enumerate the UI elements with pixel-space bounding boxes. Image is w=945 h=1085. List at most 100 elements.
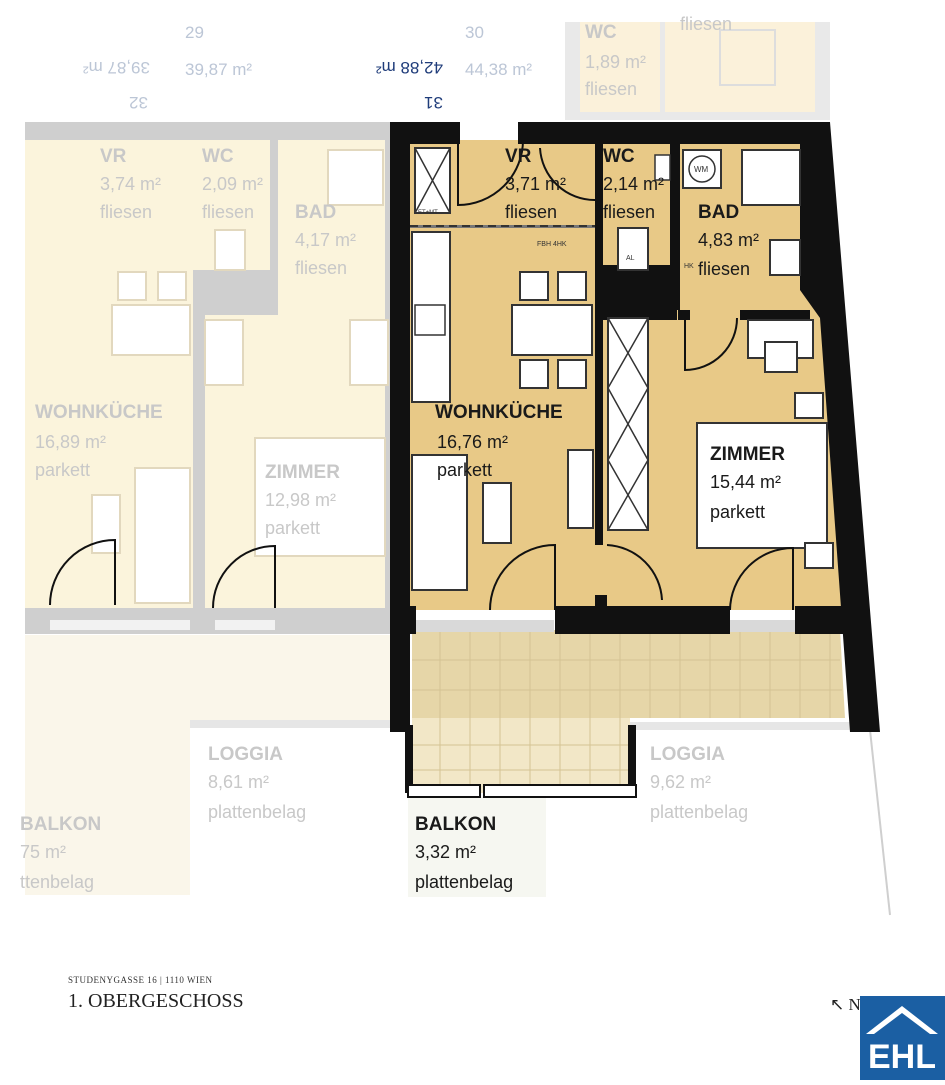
- left-wardrobe-2: [349, 319, 389, 386]
- main-walls: [390, 122, 880, 793]
- unit-30-number: 30: [465, 23, 484, 42]
- unit-32-area: 39,87 m²: [83, 58, 150, 77]
- et-label: ET+MT: [418, 210, 438, 216]
- top-neighbor-room-2: [665, 22, 815, 112]
- balkon-rail-2: [483, 784, 637, 798]
- left-loggia-name: LOGGIA: [208, 744, 283, 765]
- left-wohnkueche-area: 16,89 m²: [35, 432, 106, 452]
- left-bad-floor: fliesen: [295, 258, 347, 278]
- bath-shower: [741, 149, 801, 206]
- window-zimmer: [730, 620, 795, 632]
- left-zimmer-floor: parkett: [265, 518, 320, 538]
- left-wall-mid-v: [193, 270, 205, 610]
- left-chair-1: [117, 271, 147, 301]
- wc-area: 2,14 m²: [603, 174, 664, 194]
- unit-31-area: 42,88 m²: [376, 58, 443, 77]
- coffee-table: [482, 482, 512, 544]
- left-bath-tub: [327, 149, 384, 206]
- bath-sink: [769, 239, 801, 276]
- right-loggia-floor: plattenbelag: [650, 802, 748, 822]
- top-wc-floor: fliesen: [585, 79, 637, 99]
- vr-area: 3,71 m²: [505, 174, 566, 194]
- bad-floor: fliesen: [698, 259, 750, 279]
- left-table: [111, 304, 191, 356]
- top-wc-name: WC: [585, 22, 617, 43]
- balkon-rail-1: [407, 784, 481, 798]
- left-sofa: [134, 467, 191, 604]
- left-wc-name: WC: [202, 146, 234, 167]
- right-loggia-name: LOGGIA: [650, 744, 725, 765]
- left-zimmer-area: 12,98 m²: [265, 490, 336, 510]
- right-boundary: [869, 729, 891, 916]
- left-window-1: [50, 620, 190, 630]
- main-balkon-floor: [412, 630, 845, 718]
- bad-area: 4,83 m²: [698, 230, 759, 250]
- left-balkon-name: BALKON: [20, 814, 101, 835]
- left-wardrobe: [204, 319, 244, 386]
- left-vr-floor: fliesen: [100, 202, 152, 222]
- left-wall-mid-h: [193, 270, 278, 315]
- vr-name: VR: [505, 146, 532, 167]
- wardrobe-cross: [607, 317, 649, 531]
- left-balkon-area: 75 m²: [20, 842, 66, 862]
- wohnkueche-area: 16,76 m²: [437, 432, 508, 452]
- unit-29-area: 39,87 m²: [185, 60, 252, 79]
- left-chair-2: [157, 271, 187, 301]
- left-wall-top: [25, 122, 390, 140]
- balkon-label-bg: [408, 797, 546, 897]
- bad-name: BAD: [698, 202, 739, 223]
- right-loggia-wall: [630, 722, 878, 730]
- left-loggia-floor: plattenbelag: [208, 802, 306, 822]
- wc-bowl: [617, 227, 649, 271]
- left-vr-area: 3,74 m²: [100, 174, 161, 194]
- chair-4: [557, 359, 587, 389]
- left-wohnkueche-name: WOHNKÜCHE: [35, 402, 163, 423]
- balkon-floor: plattenbelag: [415, 872, 513, 892]
- nightstand-1: [794, 392, 824, 419]
- left-wall-sep: [190, 720, 390, 728]
- left-vr-name: VR: [100, 146, 127, 167]
- left-neighbor-loggia: [25, 635, 390, 720]
- sofa: [411, 454, 468, 591]
- wohnkueche-name: WOHNKÜCHE: [435, 402, 563, 423]
- zimmer-area: 15,44 m²: [710, 472, 781, 492]
- dining-table: [511, 304, 593, 356]
- top-neighbor-shower: [719, 29, 776, 86]
- balkon-name: BALKON: [415, 814, 496, 835]
- north-arrow-icon: ↖ N: [830, 995, 861, 1014]
- vr-floor: fliesen: [505, 202, 557, 222]
- unit-31-number: 31: [424, 93, 443, 112]
- top-neighbor-room: [580, 22, 660, 112]
- top-wc-area: 1,89 m²: [585, 52, 646, 72]
- left-balkon-floor: ttenbelag: [20, 872, 94, 892]
- left-bad-area: 4,17 m²: [295, 230, 356, 250]
- wm-label: WM: [694, 165, 709, 174]
- nightstand-2: [804, 542, 834, 569]
- chair-1: [519, 271, 549, 301]
- desk-chair: [764, 341, 798, 373]
- window-wohnkueche: [416, 620, 554, 632]
- unit-32-number: 32: [129, 93, 148, 112]
- top-extra-floor: fliesen: [680, 14, 732, 34]
- shaft-cross: [414, 147, 451, 214]
- balkon-tiles: [412, 630, 842, 793]
- main-floor-vr: [455, 140, 595, 225]
- zimmer-floor: parkett: [710, 502, 765, 522]
- ehl-logo: EHL: [860, 996, 945, 1080]
- left-wall-bad: [270, 140, 278, 275]
- left-loggia-area: 8,61 m²: [208, 772, 269, 792]
- unit-30-area: 44,38 m²: [465, 60, 532, 79]
- svg-text:EHL: EHL: [868, 1038, 936, 1076]
- house-icon: EHL: [866, 1006, 938, 1076]
- footer-address: STUDENYGASSE 16 | 1110 WIEN: [68, 975, 213, 985]
- door-arcs: [49, 139, 794, 611]
- left-window-2: [215, 620, 275, 630]
- hk-label: HK: [684, 263, 694, 270]
- left-wc-area: 2,09 m²: [202, 174, 263, 194]
- left-wc-bowl: [214, 229, 246, 271]
- fbh-label: FBH 4HK: [537, 241, 567, 248]
- wohnkueche-floor: parkett: [437, 460, 492, 480]
- wc-name: WC: [603, 146, 635, 167]
- chair-3: [519, 359, 549, 389]
